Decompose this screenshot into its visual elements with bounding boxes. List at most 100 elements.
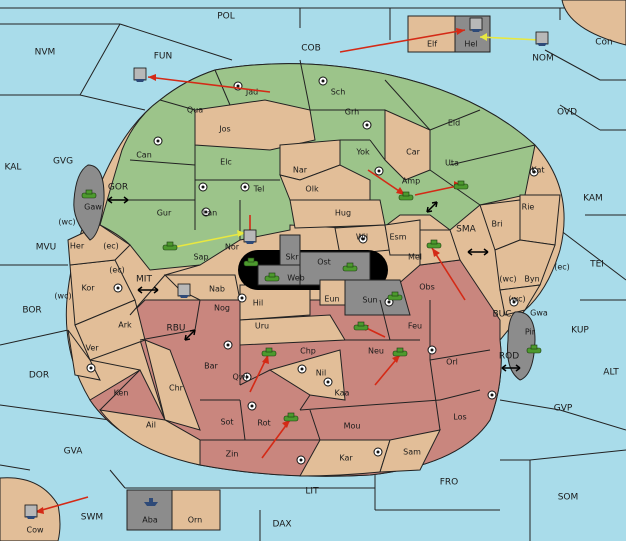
label-Elf: Elf [427,40,437,49]
label-NOM: NOM [532,54,554,64]
label-LIT: LIT [305,487,319,497]
label-Ail: Ail [146,421,156,430]
label-Orl: Orl [446,358,458,367]
prov-Hil [239,284,311,321]
label-FUN: FUN [154,52,173,62]
label-BUC: BUC [492,310,511,320]
army-Ost[interactable] [342,262,358,272]
prov-Byn [494,239,556,291]
army-Sun[interactable] [387,291,403,301]
label-Hil: Hil [253,299,263,308]
label-Orn: Orn [188,516,203,525]
label-Nog: Nog [214,304,230,313]
army-Pir[interactable] [526,344,542,354]
fleet-Nor[interactable] [243,229,257,244]
label-Tel: Tel [253,185,265,194]
label-Mou: Mou [344,422,361,431]
label-Uta: Uta [445,159,459,168]
label-TEI: TEI [589,260,604,270]
label-Sun: Sun [362,296,377,305]
label-Byn: Byn [524,275,539,284]
label-Con: Con [595,38,613,48]
prov-Chr [144,339,201,431]
label-wc4: (wc) [508,295,525,304]
label-Neu: Neu [368,347,384,356]
army-Neu[interactable] [392,347,408,357]
sea-borders [0,7,626,541]
army-Web2[interactable] [264,272,280,282]
label-Her: Her [70,242,85,251]
label-Cow: Cow [26,526,43,535]
label-RBU: RBU [166,324,185,334]
label-Aba: Aba [142,516,158,525]
label-Sch: Sch [331,88,346,97]
support-lines [174,36,541,248]
label-DAX: DAX [272,520,291,530]
prov-Jos [194,99,316,151]
connection-markers [107,196,521,372]
label-Gur: Gur [157,209,172,218]
fleet-Aba[interactable] [144,498,158,506]
prov-Gaw [73,164,105,241]
label-Car: Car [406,148,420,157]
fleet-FUN[interactable] [133,67,147,82]
prov-Car [384,109,431,181]
label-Sot: Sot [220,418,233,427]
label-Hel: Hel [464,40,477,49]
label-Jos: Jos [218,125,230,134]
label-Rie: Rie [522,203,535,212]
prov-Gwa [499,284,541,316]
army-Amp[interactable] [398,191,414,201]
label-ec1: (ec) [103,242,119,251]
label-DOR: DOR [29,371,49,381]
army-Uta[interactable] [453,180,469,190]
label-Gaw: Gaw [84,203,102,212]
label-Grh: Grh [345,108,359,117]
label-KUP: KUP [571,326,589,336]
label-Qua: Qua [187,106,203,115]
label-GVG: GVG [53,157,73,167]
fleet-Cow[interactable] [24,504,38,519]
region-labels: POL COB NVM FUN NOM Con Elf Hel Jad Sch … [5,12,620,535]
fleet-Hel[interactable] [469,17,483,32]
label-Los: Los [453,413,466,422]
label-Feu: Feu [408,322,422,331]
label-Sam: Sam [403,448,421,457]
army-Feu[interactable] [353,321,369,331]
label-ec2: (ec) [554,263,570,272]
label-OVD: OVD [557,108,577,118]
label-Uru: Uru [255,322,269,331]
label-Bri: Bri [492,220,503,229]
label-Olk: Olk [305,185,319,194]
label-Nor: Nor [225,243,240,252]
army-Gaw[interactable] [81,189,97,199]
label-SOM: SOM [558,493,579,503]
label-FRO: FRO [440,478,459,488]
label-Nil: Nil [316,369,326,378]
label-Zin: Zin [226,450,239,459]
prov-Sam [379,429,441,473]
army-units [81,180,542,422]
label-Wil: Wil [356,233,368,242]
fleet-NOM[interactable] [535,31,549,46]
label-Hug: Hug [335,209,351,218]
label-Pir: Pir [525,328,536,337]
label-Web: Web [287,274,304,283]
fleet-Nog[interactable] [177,283,191,298]
army-Rot[interactable] [283,412,299,422]
support-heads [237,33,487,237]
label-GOR: GOR [108,183,128,193]
fleet-units [24,17,549,519]
label-GVA: GVA [64,447,84,457]
army-Web1[interactable] [243,257,259,267]
label-Bar: Bar [204,362,218,371]
prov-Pir [507,311,536,381]
label-Yok: Yok [355,148,370,157]
army-Qwi[interactable] [261,347,277,357]
label-NVM: NVM [35,48,56,58]
label-Qwi: Qwi [232,373,247,382]
label-Ken: Ken [114,389,129,398]
army-Sap[interactable] [162,241,178,251]
army-Mel[interactable] [426,239,442,249]
label-COB: COB [301,44,321,54]
